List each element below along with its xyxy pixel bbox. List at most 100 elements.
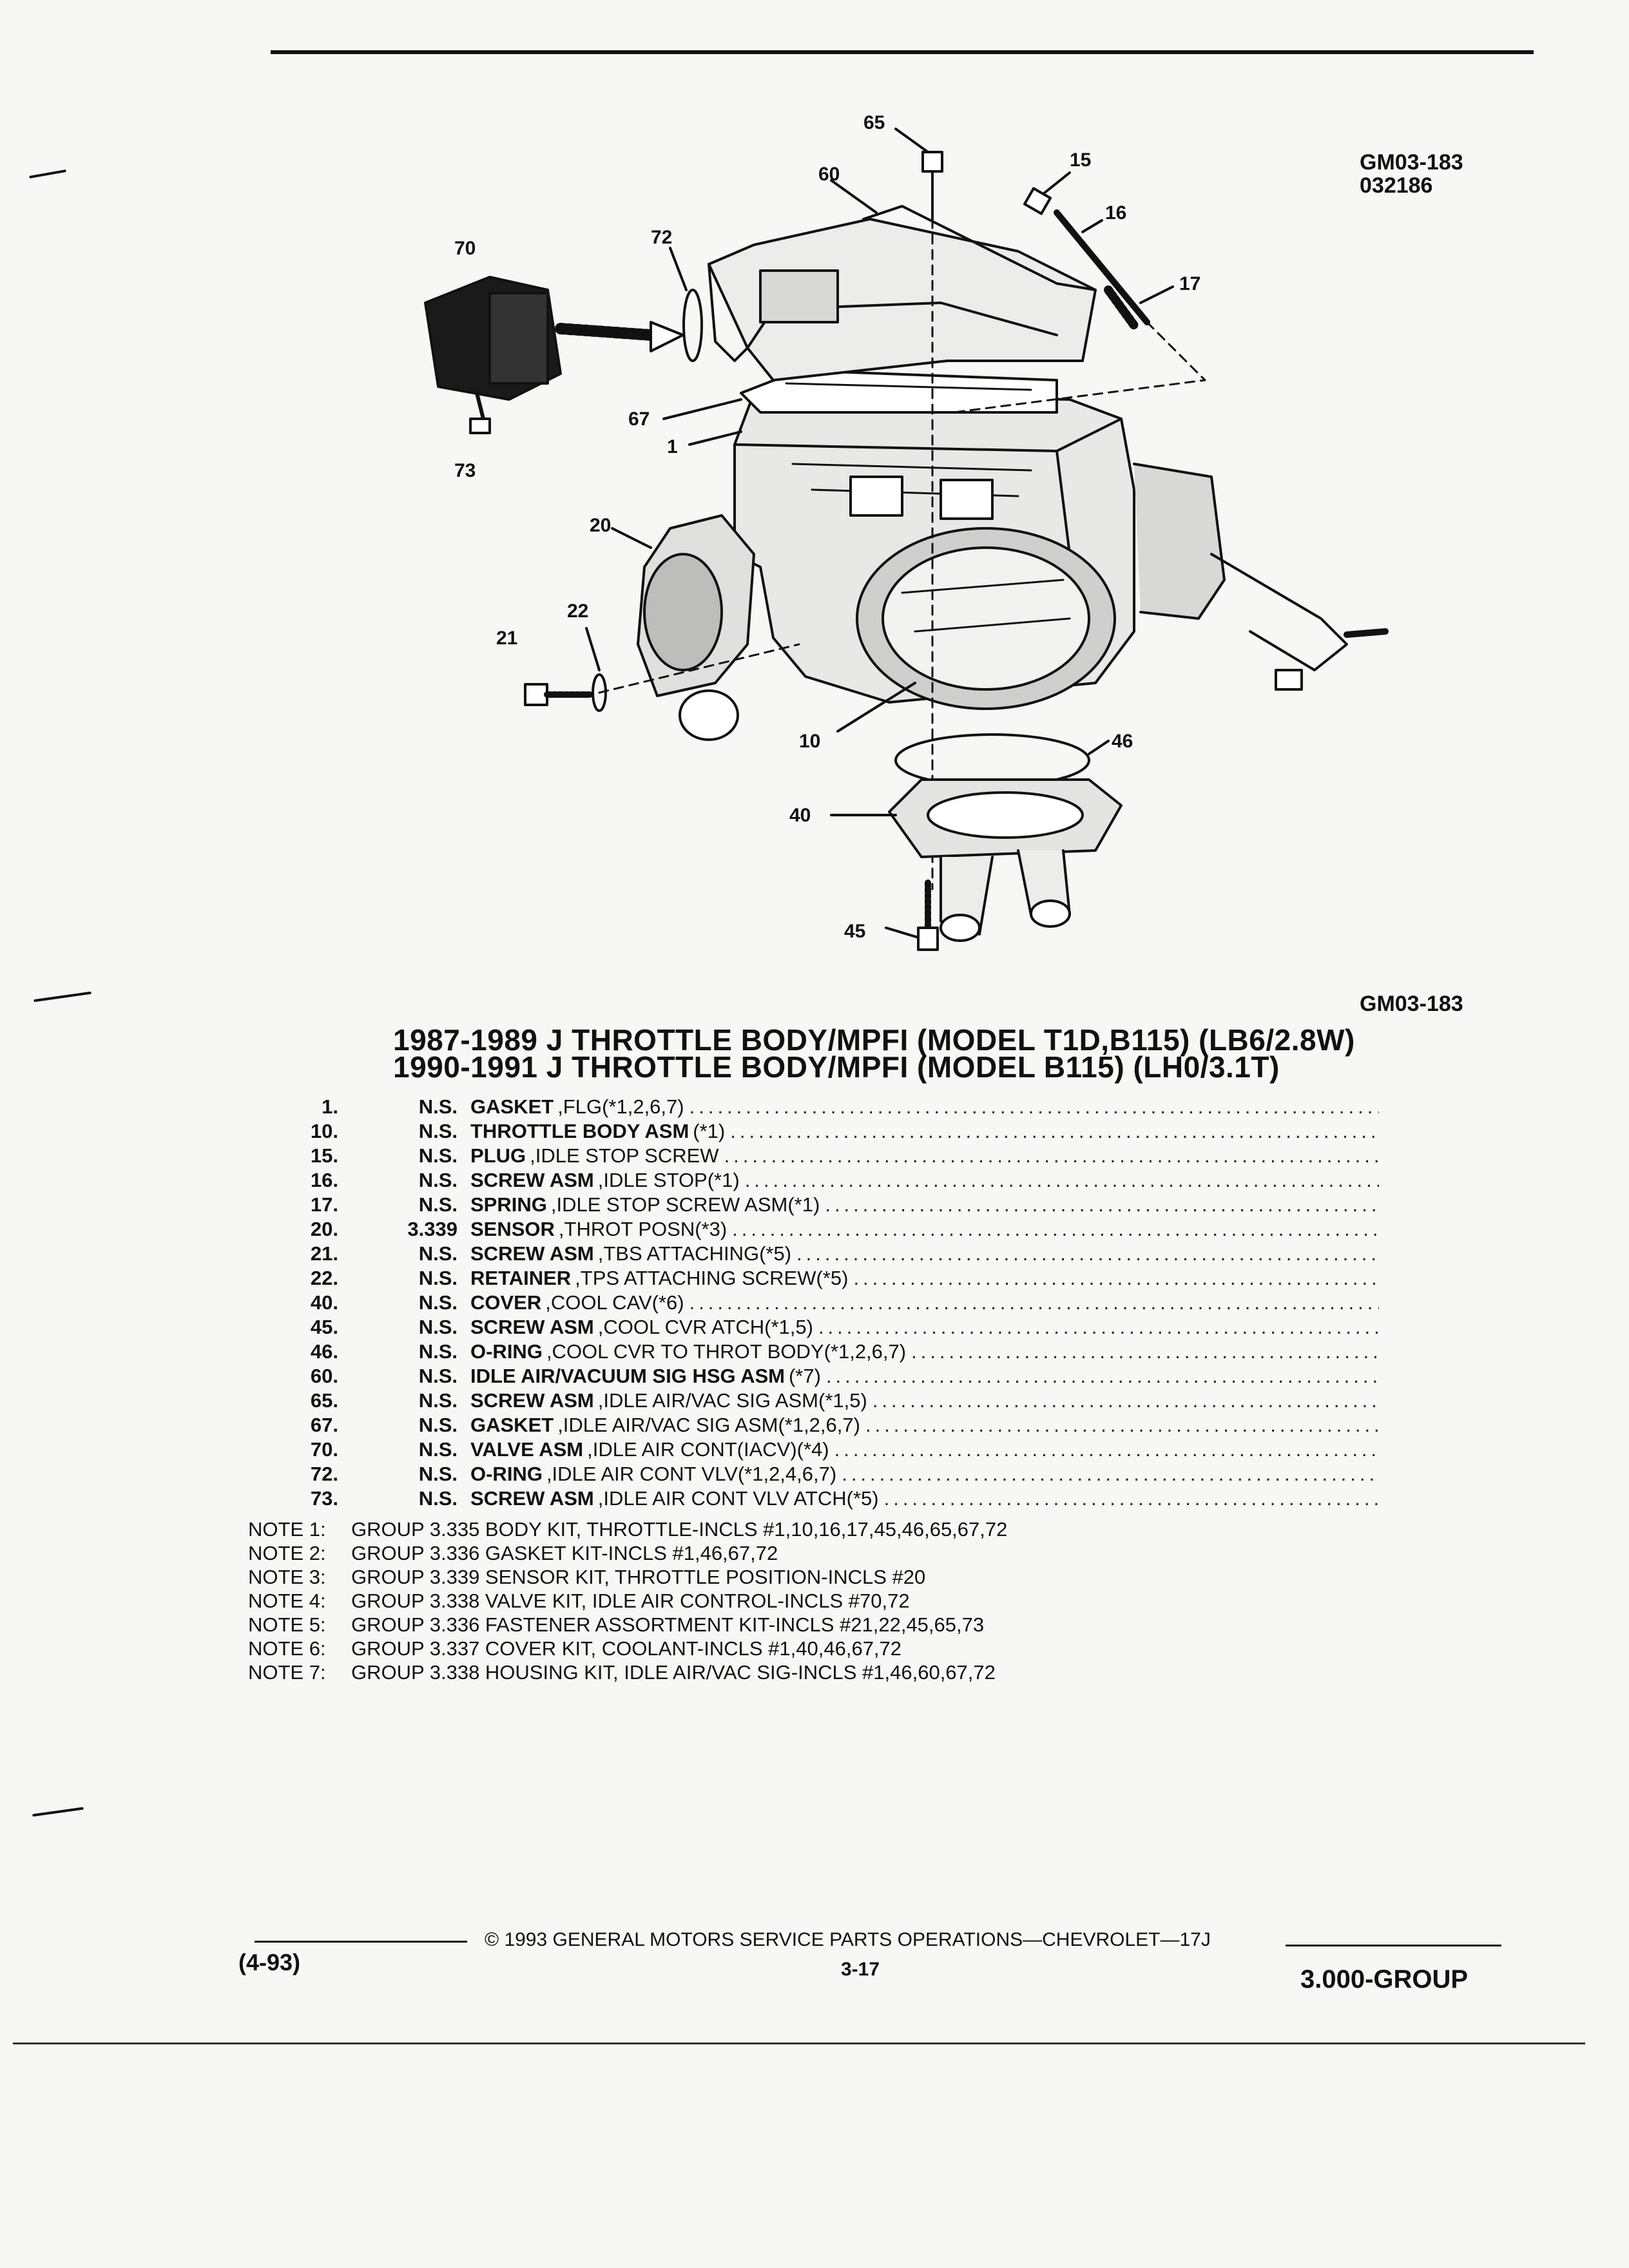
part-number: 67.: [310, 1414, 338, 1436]
callout-40: 40: [789, 805, 811, 826]
part-row: 45.N.S.SCREW ASM,COOL CVR ATCH(*1,5)....…: [258, 1316, 1379, 1340]
leader-dots: ........................................…: [825, 1193, 1379, 1216]
leader-dots: ........................................…: [730, 1120, 1379, 1142]
footer-rule-left: [255, 1941, 467, 1943]
part-number: 46.: [310, 1340, 338, 1363]
note-text: GROUP 3.335 BODY KIT, THROTTLE-INCLS #1,…: [351, 1518, 1008, 1541]
callout-1: 1: [667, 436, 678, 457]
group-label: 3.000-GROUP: [1300, 1965, 1469, 1994]
part-name: VALVE ASM: [470, 1438, 584, 1461]
idle-air-housing-part: [708, 205, 1097, 381]
part-number: 70.: [310, 1438, 338, 1461]
leader-dots: ........................................…: [834, 1438, 1379, 1461]
part-row: 46.N.S.O-RING,COOL CVR TO THROT BODY(*1,…: [258, 1340, 1379, 1365]
part-group: N.S.: [418, 1242, 458, 1265]
part-group: N.S.: [418, 1463, 458, 1485]
bottom-rule: [13, 2042, 1585, 2044]
part-row: 67.N.S.GASKET,IDLE AIR/VAC SIG ASM(*1,2,…: [258, 1414, 1379, 1438]
parts-list: 1.N.S.GASKET,FLG(*1,2,6,7)..............…: [258, 1095, 1379, 1512]
note-label: NOTE 6:: [248, 1637, 326, 1660]
part-number: 45.: [310, 1316, 338, 1338]
part-number: 17.: [310, 1193, 338, 1216]
part-group: 3.339: [407, 1218, 458, 1240]
leader-dots: ........................................…: [853, 1267, 1379, 1289]
leader-dots: ........................................…: [818, 1316, 1379, 1338]
page-number: 3-17: [841, 1959, 880, 1980]
note-row: NOTE 7:GROUP 3.338 HOUSING KIT, IDLE AIR…: [248, 1660, 1007, 1684]
part-name: O-RING: [470, 1340, 543, 1363]
part-name: SPRING: [470, 1193, 547, 1216]
part-row: 10. N.S. THROTTLE BODY ASM(*1)............…: [258, 1120, 1379, 1144]
part-group: N.S.: [418, 1389, 458, 1412]
part-group: N.S.: [418, 1267, 458, 1289]
part-group: N.S.: [418, 1340, 458, 1363]
iacv-mount-flange: [708, 263, 749, 362]
part-number: 20.: [310, 1218, 338, 1240]
part-row: 72.N.S.O-RING,IDLE AIR CONT VLV(*1,2,4,6…: [258, 1463, 1379, 1487]
margin-mark: [34, 991, 92, 1003]
leader-dots: ........................................…: [689, 1095, 1379, 1118]
part-number: 16.: [310, 1169, 338, 1191]
note-row: NOTE 5:GROUP 3.336 FASTENER ASSORTMENT K…: [248, 1613, 1007, 1637]
part-row: 16.N.S.SCREW ASM,IDLE STOP(*1)..........…: [258, 1169, 1379, 1193]
note-label: NOTE 4:: [248, 1590, 326, 1612]
part-description: ,IDLE STOP(*1): [597, 1169, 740, 1191]
leader-dots: ........................................…: [732, 1218, 1379, 1240]
leader-dots: ........................................…: [872, 1389, 1379, 1412]
part-description: ,THROT POSN(*3): [558, 1218, 728, 1240]
callout-20: 20: [590, 515, 611, 536]
part-group: N.S.: [418, 1316, 458, 1338]
part-group: N.S.: [418, 1291, 458, 1314]
note-text: GROUP 3.338 HOUSING KIT, IDLE AIR/VAC SI…: [351, 1661, 996, 1684]
screw-21-part: [524, 683, 593, 706]
part-number: 65.: [310, 1389, 338, 1412]
part-row: 17.N.S.SPRING,IDLE STOP SCREW ASM(*1)...…: [258, 1193, 1379, 1218]
footer-copyright: © 1993 GENERAL MOTORS SERVICE PARTS OPER…: [485, 1929, 1211, 1950]
part-group: N.S.: [418, 1438, 458, 1461]
leader-dots: ........................................…: [724, 1144, 1379, 1167]
screw-65-part: [921, 151, 943, 220]
callout-10: 10: [799, 731, 820, 752]
throttle-body-exploded-diagram: 65 60 15 16 17 70 72 67 1 73 20 22 21 10…: [424, 112, 1389, 951]
leader-dots: ........................................…: [689, 1291, 1379, 1314]
callout-67: 67: [628, 408, 650, 430]
part-number: 40.: [310, 1291, 338, 1314]
part-row: 73.N.S.SCREW ASM,IDLE AIR CONT VLV ATCH(…: [258, 1487, 1379, 1512]
note-row: NOTE 3:GROUP 3.339 SENSOR KIT, THROTTLE …: [248, 1565, 1007, 1589]
part-description: ,COOL CAV(*6): [545, 1291, 684, 1314]
part-row: 21.N.S.SCREW ASM,TBS ATTACHING(*5)......…: [258, 1242, 1379, 1267]
note-label: NOTE 1:: [248, 1518, 326, 1541]
part-description: ,TBS ATTACHING(*5): [597, 1242, 792, 1265]
part-row: 1.N.S.GASKET,FLG(*1,2,6,7)..............…: [258, 1095, 1379, 1120]
note-row: NOTE 6:GROUP 3.337 COVER KIT, COOLANT-IN…: [248, 1637, 1007, 1660]
part-number: 10.: [310, 1120, 338, 1142]
part-group: N.S.: [418, 1144, 458, 1167]
title-line-1: 1987-1989 J THROTTLE BODY/MPFI (MODEL T1…: [393, 1023, 1355, 1057]
part-description: (*1): [693, 1120, 726, 1142]
part-description: ,IDLE AIR/VAC SIG ASM(*1,2,6,7): [557, 1414, 860, 1436]
part-name: SCREW ASM: [470, 1487, 594, 1510]
part-name: THROTTLE BODY ASM: [470, 1120, 689, 1142]
part-row: 22.N.S.RETAINER,TPS ATTACHING SCREW(*5).…: [258, 1267, 1379, 1291]
part-number: 22.: [310, 1267, 338, 1289]
part-name: SENSOR: [470, 1218, 555, 1240]
callout-72: 72: [651, 227, 672, 248]
part-name: SCREW ASM: [470, 1169, 594, 1191]
note-text: GROUP 3.339 SENSOR KIT, THROTTLE POSITIO…: [351, 1566, 926, 1588]
part-number: 1.: [322, 1095, 338, 1118]
part-description: ,FLG(*1,2,6,7): [557, 1095, 684, 1118]
drawing-code-top: GM03-183: [1360, 150, 1463, 175]
title-line-2: 1990-1991 J THROTTLE BODY/MPFI (MODEL B1…: [393, 1050, 1280, 1084]
callout-22: 22: [567, 601, 588, 622]
part-group: N.S.: [418, 1120, 458, 1142]
part-description: ,TPS ATTACHING SCREW(*5): [575, 1267, 849, 1289]
callout-46: 46: [1112, 731, 1133, 752]
part-name: SCREW ASM: [470, 1316, 594, 1338]
part-description: (*7): [788, 1365, 821, 1387]
part-row: 15.N.S.PLUG,IDLE STOP SCREW.............…: [258, 1144, 1379, 1169]
leader-dots: ........................................…: [825, 1365, 1379, 1387]
part-description: ,IDLE STOP SCREW: [530, 1144, 719, 1167]
callout-70: 70: [454, 238, 476, 259]
margin-mark: [32, 1807, 84, 1817]
callout-21: 21: [496, 628, 517, 649]
